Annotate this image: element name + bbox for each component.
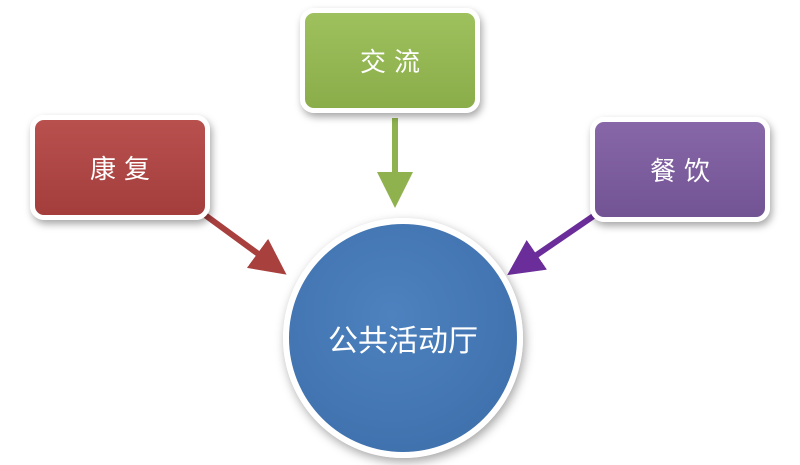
node-rehab-label: 康复	[89, 155, 158, 185]
center-node: 公共活动厅	[283, 218, 523, 458]
node-dining-label: 餐饮	[649, 157, 718, 187]
node-dining: 餐饮	[590, 117, 770, 222]
node-social: 交流	[300, 8, 480, 113]
node-rehab: 康复	[30, 115, 210, 220]
arrow-rehab-to-center	[203, 212, 287, 275]
center-node-label: 公共活动厅	[328, 324, 478, 359]
arrow-dining-to-center	[507, 212, 597, 276]
node-social-label: 交流	[359, 48, 428, 78]
